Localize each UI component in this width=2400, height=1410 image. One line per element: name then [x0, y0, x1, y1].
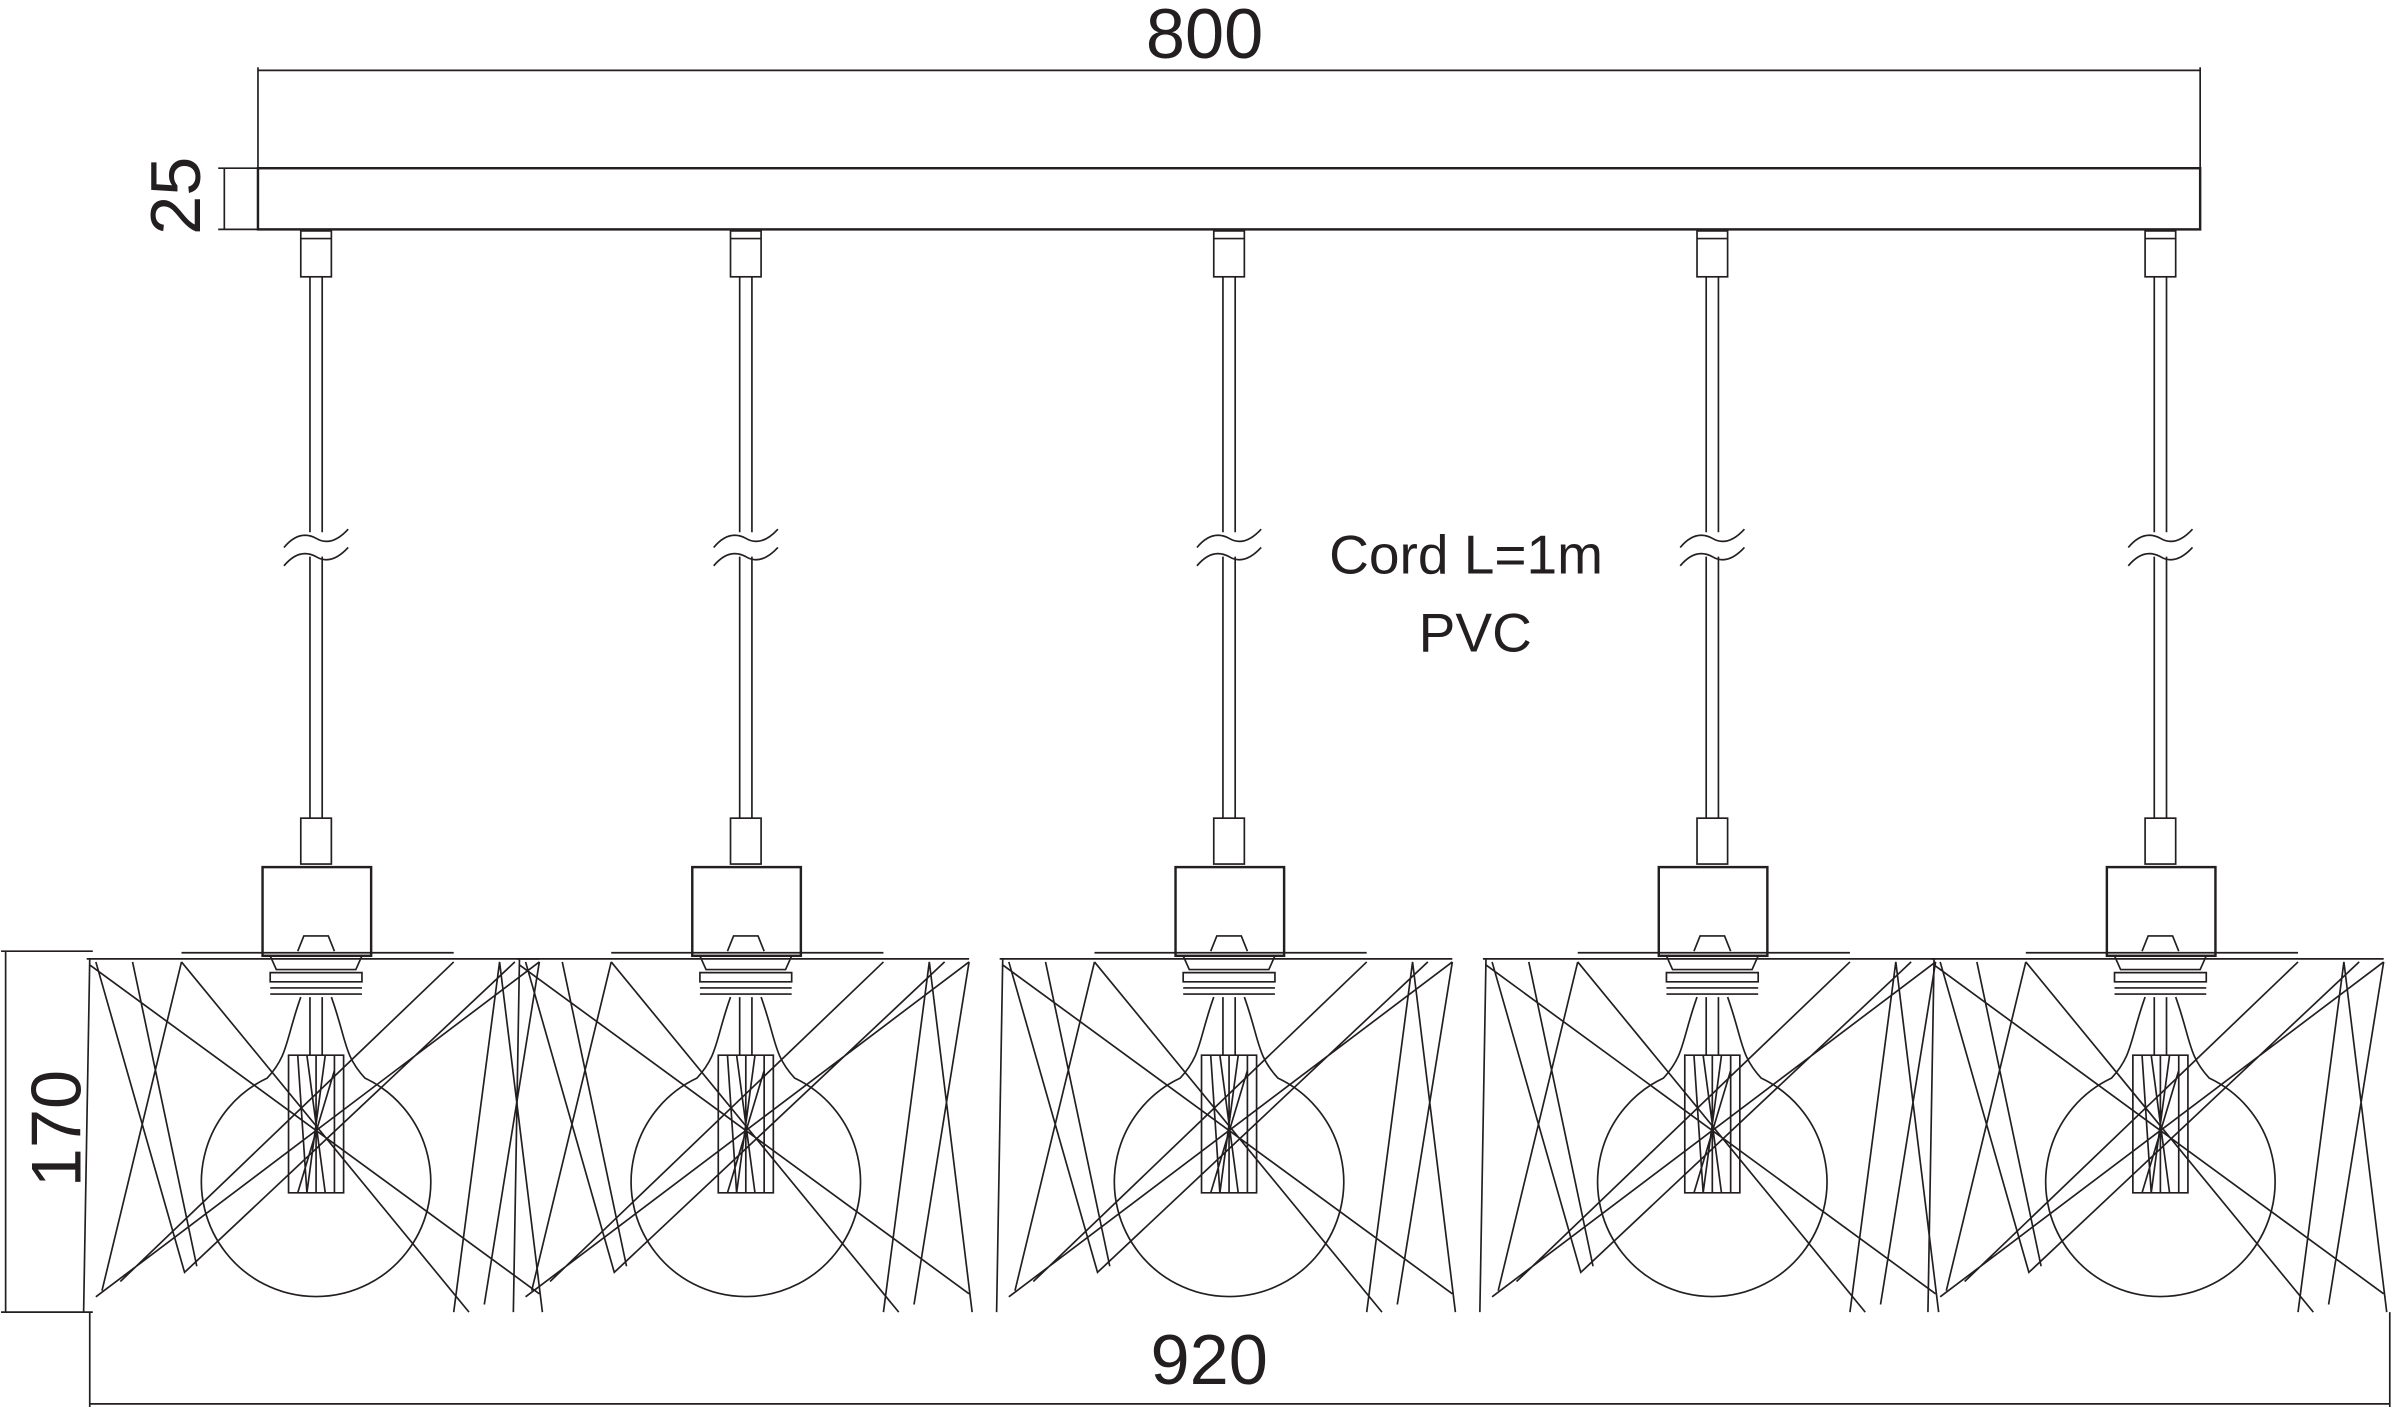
cord-top-connector: [729, 230, 762, 278]
power-cord: [1705, 276, 1720, 819]
power-cord: [309, 276, 324, 819]
pendant-4: [1479, 230, 1940, 1313]
dimension-label-170: 170: [17, 1070, 96, 1187]
dimension-label-800: 800: [1146, 0, 1263, 73]
dimension-label-920: 920: [1151, 1320, 1268, 1399]
shade-top-ring: [516, 951, 970, 960]
cord-break-mark: [713, 528, 779, 567]
lamp-holder-cup: [691, 865, 803, 958]
power-cord: [738, 276, 753, 819]
dimension-800: 800: [257, 0, 2201, 169]
cord-grip: [729, 817, 762, 865]
bulb-socket: [1665, 935, 1760, 995]
lamp-holder-cup: [1657, 865, 1769, 958]
ceiling-canopy: [256, 166, 2202, 231]
shade-top-ring: [1930, 951, 2384, 960]
cord-top-connector: [299, 230, 333, 278]
dimension-label-25: 25: [136, 157, 215, 235]
cord-grip: [1696, 817, 1729, 865]
pendant-3: [995, 230, 1457, 1313]
cord-top-connector: [1212, 230, 1246, 278]
pendant-2: [512, 230, 973, 1313]
lamp-holder-cup: [1174, 865, 1286, 958]
bulb-socket: [698, 935, 793, 995]
cord-break-mark: [283, 528, 349, 567]
cord-grip: [1212, 817, 1246, 865]
bulb-socket: [1181, 935, 1277, 995]
bulb-socket: [2113, 935, 2208, 995]
wire-shade-cage: [1927, 958, 2388, 1313]
bulb-outline: [200, 996, 432, 1298]
filament-cage: [1683, 997, 1741, 1194]
wire-shade-cage: [512, 958, 973, 1313]
wire-shade-cage: [995, 958, 1457, 1313]
filament-cage: [287, 997, 345, 1194]
bulb-socket: [268, 935, 364, 995]
filament-cage: [2132, 997, 2189, 1194]
power-cord: [1222, 276, 1237, 819]
bulb-outline: [630, 996, 862, 1298]
filament-cage: [717, 997, 775, 1194]
wire-shade-cage: [1479, 958, 1940, 1313]
bulb-outline: [1113, 996, 1345, 1298]
dimension-920: 920: [88, 1312, 2391, 1407]
filament-cage: [1200, 997, 1258, 1194]
cord-top-connector: [2144, 230, 2177, 278]
shade-top-ring: [1482, 951, 1936, 960]
pendants: [82, 230, 2388, 1313]
wire-shade-cage: [82, 958, 544, 1313]
cord-top-connector: [1696, 230, 1729, 278]
shade-top-ring: [86, 951, 540, 960]
bulb-outline: [2044, 996, 2276, 1298]
cord-break-mark: [1196, 528, 1262, 567]
cord-grip: [2144, 817, 2177, 865]
bulb-outline: [1596, 996, 1828, 1298]
lamp-holder-cup: [261, 865, 373, 958]
cord-grip: [299, 817, 333, 865]
dimension-170: 170: [1, 950, 96, 1313]
shade-top-ring: [999, 951, 1453, 960]
cord-break-mark: [2127, 528, 2194, 567]
pendant-1: [82, 230, 544, 1313]
power-cord: [2153, 276, 2168, 819]
cord-break-mark: [1679, 528, 1746, 567]
pendant-5: [1927, 230, 2388, 1313]
dimension-25: 25: [136, 157, 258, 235]
cord-length-note: Cord L=1m: [1329, 523, 1603, 585]
cord-material-note: PVC: [1419, 601, 1532, 663]
lamp-holder-cup: [2105, 865, 2217, 958]
